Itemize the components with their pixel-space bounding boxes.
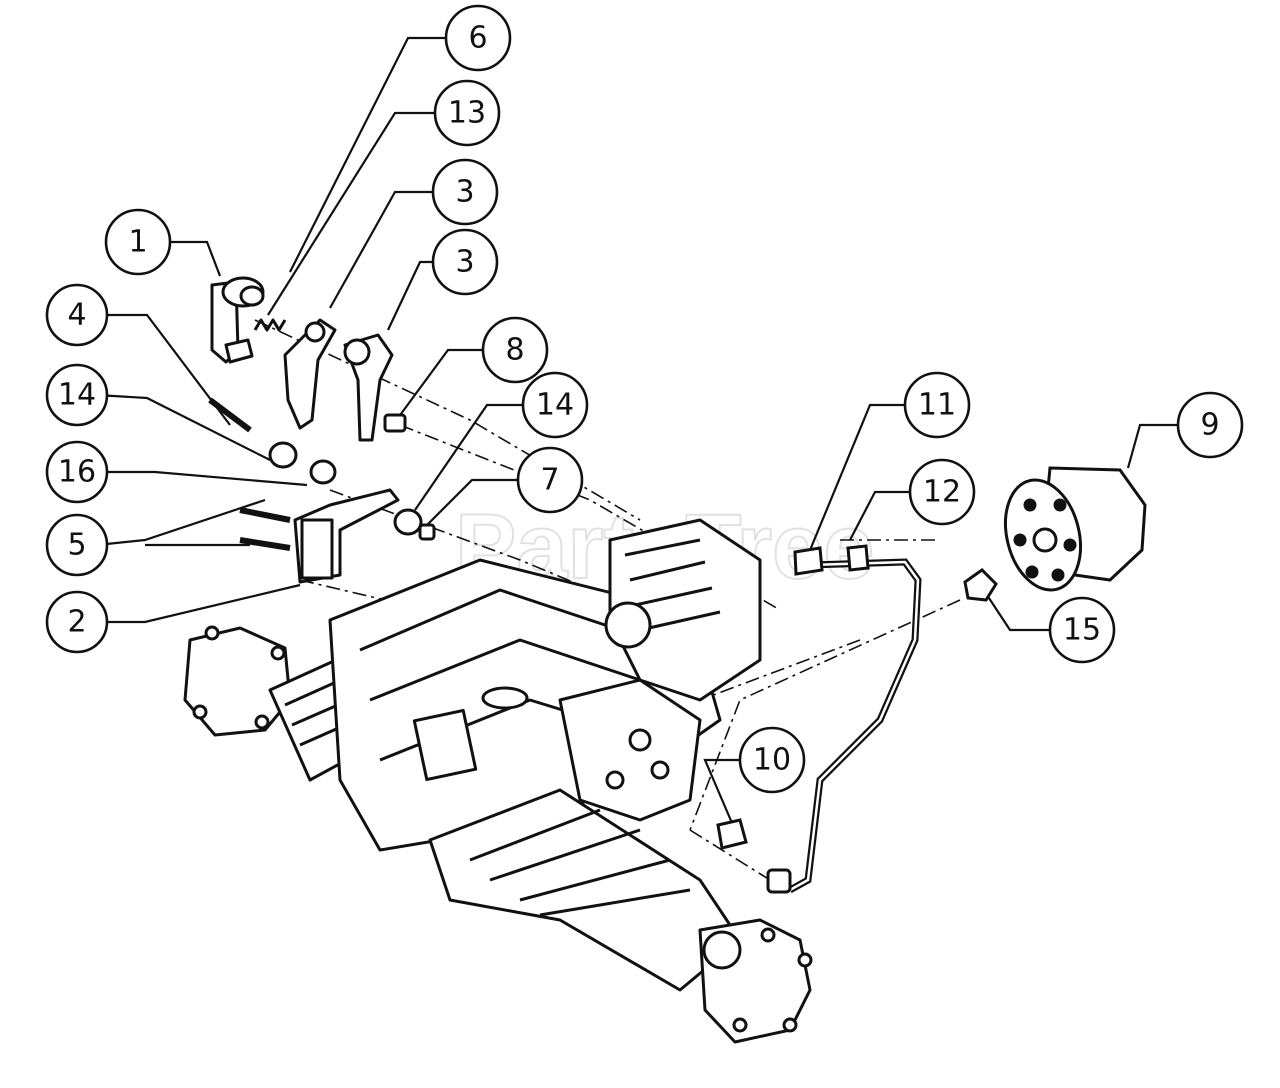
callout-14-right: 14 (536, 388, 574, 423)
small-parts (208, 276, 436, 584)
callout-11: 11 (918, 388, 956, 423)
callout-16: 16 (58, 455, 96, 490)
callout-15: 15 (1063, 613, 1101, 648)
fitting-part-11 (793, 546, 824, 576)
shift-arm-part-1 (210, 276, 265, 364)
transaxle-housing (183, 518, 813, 1044)
callout-labels: 6 13 3 1 3 4 8 14 14 11 9 16 7 12 5 15 2… (58, 21, 1220, 778)
detent-plate-part-3a (283, 318, 337, 430)
fitting-part-12 (846, 544, 870, 572)
bolts-part-5 (239, 507, 291, 551)
callout-13: 13 (448, 96, 486, 131)
callout-9: 9 (1200, 408, 1219, 443)
callout-6: 6 (468, 21, 487, 56)
callout-10: 10 (753, 743, 791, 778)
callout-3-upper: 3 (455, 175, 474, 210)
callout-7: 7 (540, 463, 559, 498)
callout-4: 4 (67, 298, 86, 333)
callout-circles (45, 4, 1244, 794)
spacer-part-16 (309, 459, 337, 485)
bolt-part-4 (208, 397, 252, 433)
oil-filter-part-9 (1004, 466, 1147, 592)
callout-8: 8 (505, 333, 524, 368)
washer-part-14 (268, 441, 298, 469)
callout-1: 1 (128, 225, 147, 260)
nut-part-8 (383, 413, 407, 433)
adapter-part-15 (963, 568, 998, 602)
callout-2: 2 (67, 605, 86, 640)
leader-lines (96, 36, 1178, 831)
callout-14-left: 14 (58, 378, 96, 413)
callout-5: 5 (67, 528, 86, 563)
oil-tube (788, 558, 922, 894)
fitting-part-10 (716, 818, 748, 850)
left-axle-hub (183, 626, 292, 737)
callout-12: 12 (923, 475, 961, 510)
callout-3-lower: 3 (455, 245, 474, 280)
washer-part-14b (393, 508, 423, 536)
nut-part-7 (418, 523, 436, 541)
oil-line-assembly (716, 544, 998, 894)
spring-part-13 (253, 318, 287, 332)
